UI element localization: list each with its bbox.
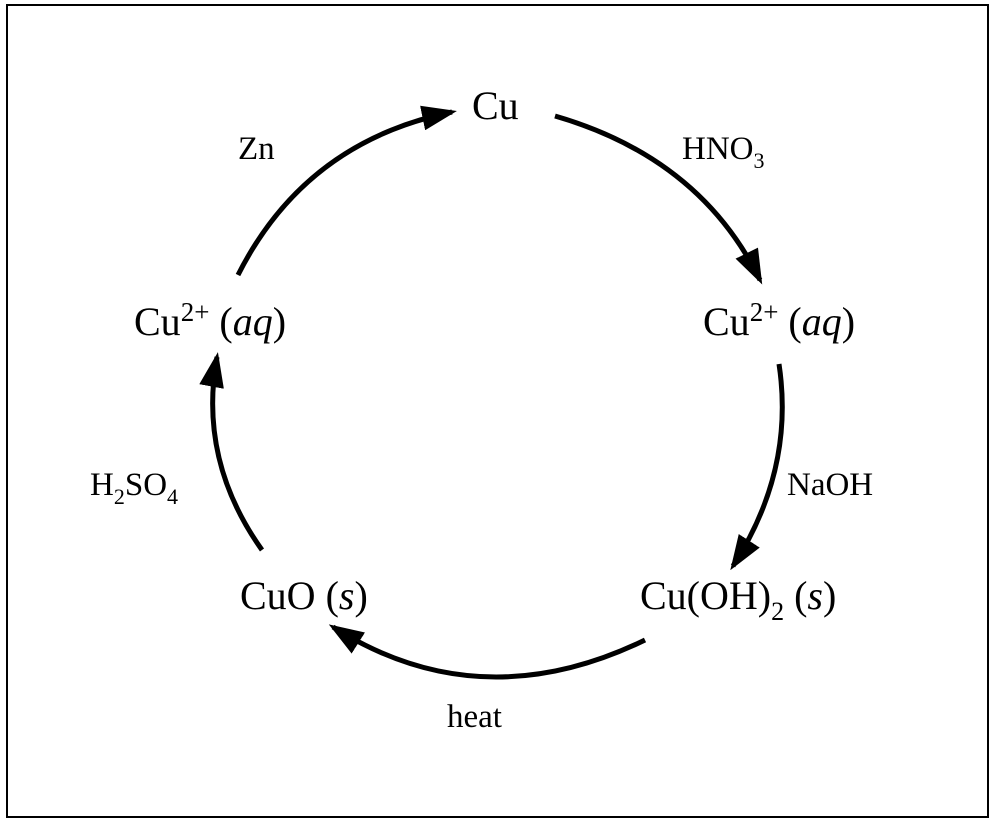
state-close-paren: ) — [272, 299, 287, 344]
arrow-cuo-to-cu2plus-left — [199, 352, 265, 552]
state-open-paren: ( — [325, 573, 339, 618]
state-open-paren: ( — [788, 299, 802, 344]
reagent-nitric-acid: HNO3 — [682, 131, 765, 172]
state-open-paren: ( — [794, 573, 808, 618]
copper-hydroxide-base: Cu(OH) — [640, 573, 772, 618]
state-aqueous: aq — [801, 299, 842, 344]
arrow-cuoh2-to-cuo — [328, 624, 647, 680]
copper-hydroxide-subscript: 2 — [771, 597, 785, 626]
reagent-heat: heat — [447, 701, 502, 734]
species-copper-ion-right: Cu2+ (aq) — [703, 299, 856, 344]
sulfuric-acid-h: H — [90, 467, 114, 503]
copper-ion-charge: 2+ — [749, 297, 779, 327]
copper-oxide-base: CuO — [240, 573, 316, 618]
sulfuric-acid-so: SO — [124, 467, 168, 503]
arrow-cu-to-cu2plus-right — [554, 113, 763, 285]
nitric-acid-subscript: 3 — [753, 148, 765, 173]
sulfuric-acid-subscript-o: 4 — [167, 484, 179, 509]
reagent-sulfuric-acid: H2SO4 — [90, 467, 178, 508]
copper-ion-base: Cu — [703, 299, 750, 344]
copper-ion-base: Cu — [134, 299, 181, 344]
reagent-zinc: Zn — [238, 133, 275, 166]
state-close-paren: ) — [823, 573, 837, 618]
arrow-cu2plus-to-cuoh2 — [730, 363, 785, 571]
species-copper-ion-left: Cu2+ (aq) — [134, 299, 287, 344]
heat-label: heat — [447, 699, 502, 735]
state-solid: s — [807, 573, 823, 618]
state-open-paren: ( — [219, 299, 233, 344]
copper-ion-charge: 2+ — [180, 297, 210, 327]
state-solid: s — [338, 573, 355, 618]
reagent-sodium-hydroxide: NaOH — [787, 469, 873, 502]
nitric-acid-base: HNO — [682, 131, 754, 167]
state-aqueous: aq — [232, 299, 273, 344]
species-copper-oxide: CuO (s) — [240, 576, 368, 616]
state-close-paren: ) — [841, 299, 856, 344]
species-copper-metal: Cu — [472, 86, 519, 126]
species-copper-metal-label: Cu — [472, 83, 519, 128]
sulfuric-acid-subscript-h: 2 — [113, 484, 125, 509]
zinc-label: Zn — [238, 131, 275, 167]
arrow-cu2plus-to-cu — [235, 105, 457, 277]
species-copper-hydroxide: Cu(OH)2 (s) — [640, 573, 837, 625]
state-close-paren: ) — [354, 573, 368, 618]
sodium-hydroxide-label: NaOH — [787, 467, 874, 503]
diagram-border — [6, 4, 989, 818]
